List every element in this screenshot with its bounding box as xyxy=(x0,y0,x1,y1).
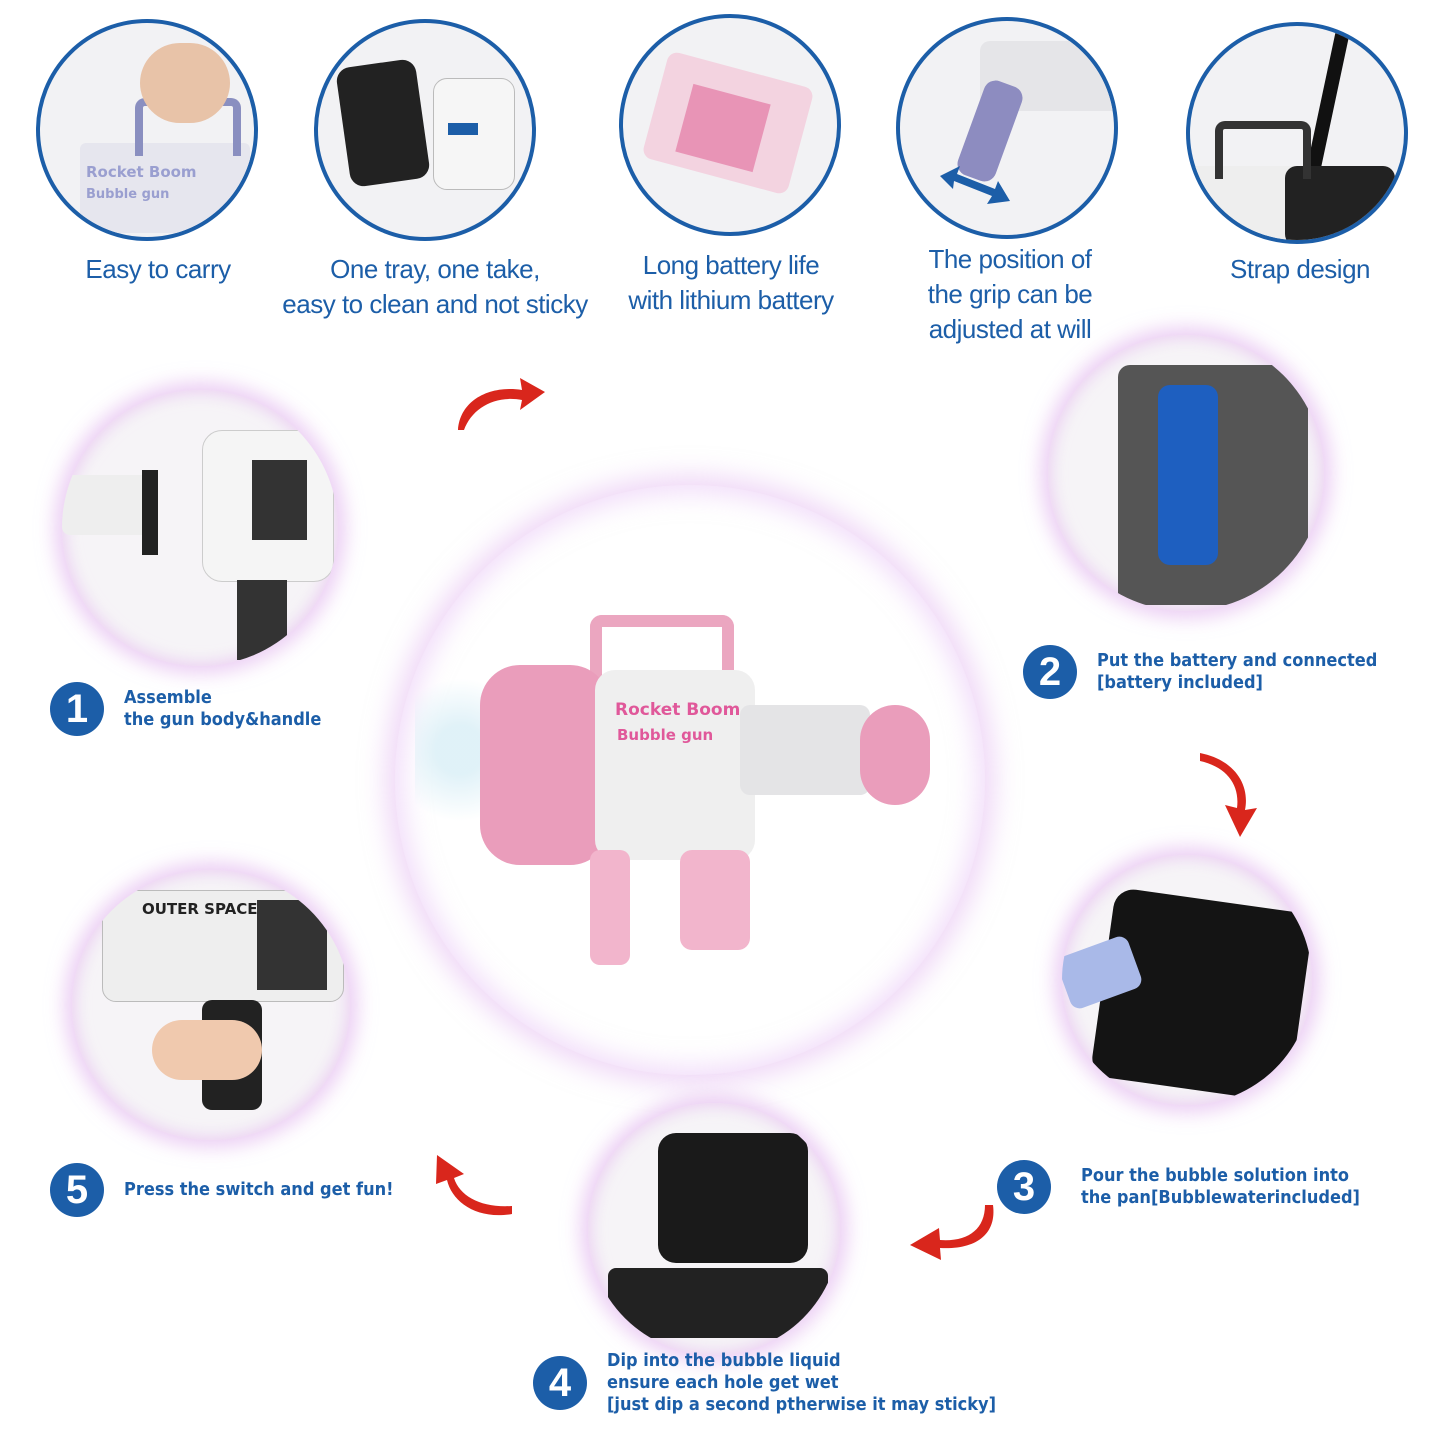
step-5-image: OUTER SPACE xyxy=(72,870,350,1140)
arrow-to-step-4-icon xyxy=(910,1205,994,1260)
product-logo-text: Rocket Boom xyxy=(86,163,197,181)
arrow-to-step-5-icon xyxy=(436,1155,512,1216)
product-bubble-gun: Rocket Boom Bubble gun xyxy=(410,610,950,970)
step-text: Put the battery and connected xyxy=(1097,650,1378,671)
step-text: the pan[Bubblewaterincluded] xyxy=(1081,1187,1360,1208)
step-3-image xyxy=(1062,855,1312,1105)
step-number-badge: 1 xyxy=(50,682,104,736)
step-5: 5 Press the switch and get fun! xyxy=(50,1163,423,1217)
feature-label-tray: One tray, one take,easy to clean and not… xyxy=(282,254,588,319)
feature-image-grip xyxy=(896,17,1118,239)
step-text: Assemble xyxy=(124,687,212,708)
step-1-image xyxy=(62,390,338,666)
feature-label-easy-to-carry: Easy to carry xyxy=(85,254,231,284)
product-logo-text: Bubble gun xyxy=(86,187,170,202)
step-number-badge: 3 xyxy=(997,1160,1051,1214)
step-text: ensure each hole get wet xyxy=(607,1372,839,1393)
product-logo-text: Rocket Boom xyxy=(615,700,741,720)
feature-image-strap xyxy=(1186,22,1408,244)
step-text: Press the switch and get fun! xyxy=(124,1179,394,1200)
double-arrow-icon xyxy=(940,166,1010,204)
step-2: 2 Put the battery and connected[battery … xyxy=(1023,645,1408,699)
product-logo-text: Bubble gun xyxy=(617,726,714,744)
arrow-to-step-3-icon xyxy=(1200,753,1257,837)
feature-image-easy-to-carry: Rocket Boom Bubble gun xyxy=(36,19,258,241)
step-number-badge: 2 xyxy=(1023,645,1077,699)
feature-image-tray xyxy=(314,19,536,241)
step-text: [just dip a second ptherwise it may stic… xyxy=(607,1394,996,1415)
step-text: Dip into the bubble liquid xyxy=(607,1350,841,1371)
step-number-badge: 5 xyxy=(50,1163,104,1217)
step-text: the gun body&handle xyxy=(124,709,322,730)
step-number-badge: 4 xyxy=(533,1356,587,1410)
alt-product-logo-text: OUTER SPACE xyxy=(142,900,258,918)
step-text: Pour the bubble solution into xyxy=(1081,1165,1349,1186)
step-text: [battery included] xyxy=(1097,672,1263,693)
step-2-image xyxy=(1048,335,1324,611)
feature-label-strap: Strap design xyxy=(1230,254,1370,284)
feature-image-battery xyxy=(619,14,841,236)
step-4-image xyxy=(588,1103,840,1355)
arrow-to-step-2-icon xyxy=(458,378,545,430)
